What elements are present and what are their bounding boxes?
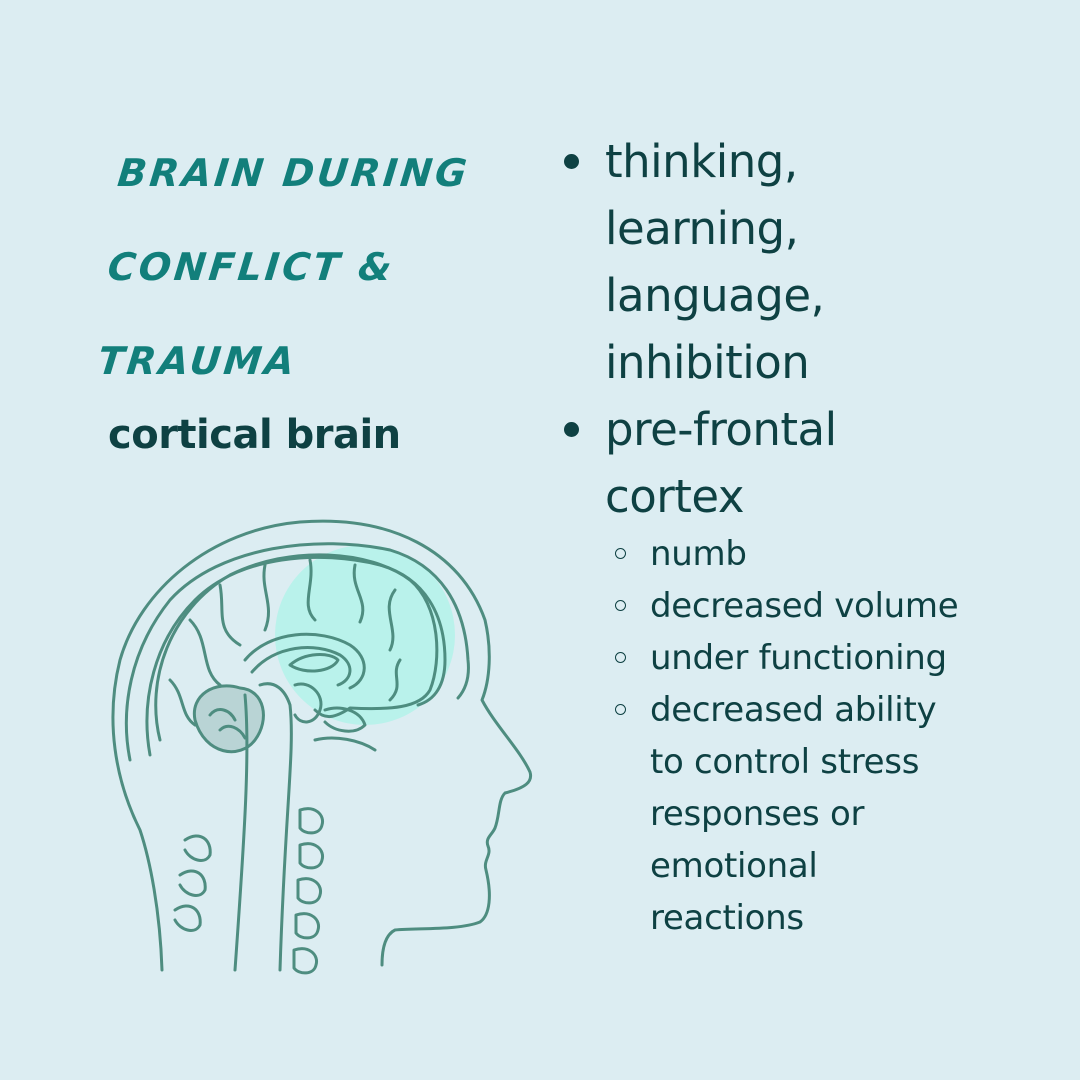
bullet-circle-icon xyxy=(615,548,626,559)
bullet-list: thinking, learning, language, inhibition… xyxy=(560,128,1030,944)
page-title: BRAIN DURING CONFLICT & TRAUMA xyxy=(93,126,543,408)
sub-list-item: decreased ability to control stress resp… xyxy=(605,684,1030,944)
sub-list-item-text: under functioning xyxy=(650,638,947,678)
sub-list-item-text: numb xyxy=(650,534,747,574)
head-brain-illustration-icon xyxy=(111,519,533,975)
bullet-circle-icon xyxy=(615,704,626,715)
title-line: CONFLICT & xyxy=(105,245,397,289)
list-item-text: thinking, learning, language, inhibition xyxy=(605,135,825,389)
sub-list-item: decreased volume xyxy=(605,580,1030,632)
list-item: thinking, learning, language, inhibition xyxy=(560,128,1030,396)
bullet-circle-icon xyxy=(615,600,626,611)
list-item-text: pre-frontal cortex xyxy=(605,403,837,523)
sub-list-item-text: decreased volume xyxy=(650,586,959,626)
sub-list-item: under functioning xyxy=(605,632,1030,684)
sub-list-item: numb xyxy=(605,528,1030,580)
bullet-dot-icon xyxy=(564,422,579,437)
prefrontal-highlight xyxy=(275,545,455,725)
bullet-circle-icon xyxy=(615,652,626,663)
subtitle: cortical brain xyxy=(108,412,401,458)
bullet-dot-icon xyxy=(564,154,579,169)
sub-list: numb decreased volume under functioning … xyxy=(605,528,1030,944)
title-line: BRAIN DURING xyxy=(115,151,472,195)
list-item: pre-frontal cortex numb decreased volume… xyxy=(560,396,1030,944)
sub-list-item-text: decreased ability to control stress resp… xyxy=(650,690,937,938)
title-line: TRAUMA xyxy=(95,339,300,383)
